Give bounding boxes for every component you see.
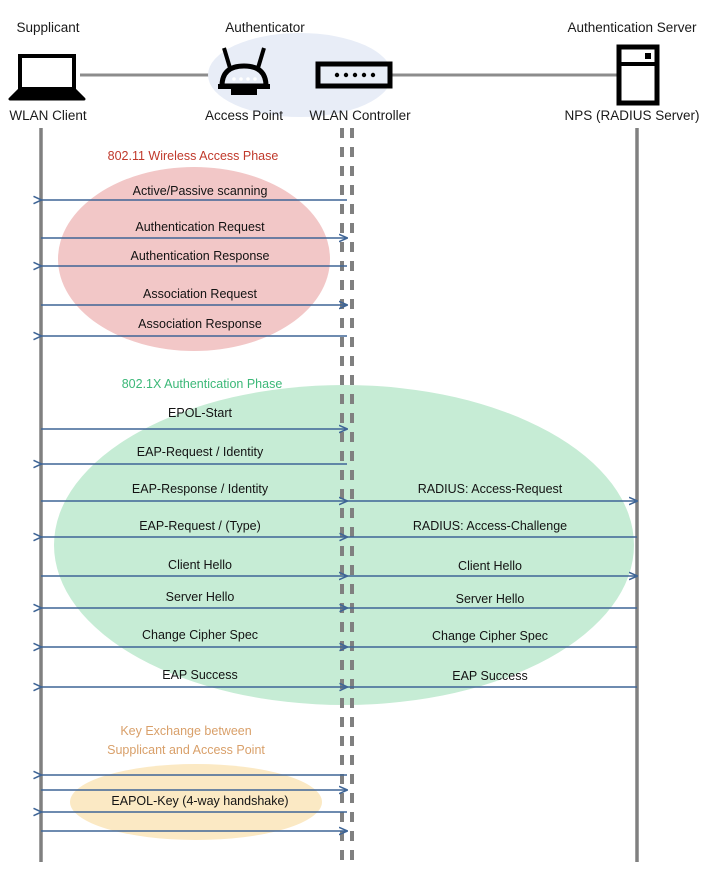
actor-device-access-point: Access Point [204, 108, 284, 123]
laptop-icon [8, 54, 86, 101]
actor-device-nps-radius-server: NPS (RADIUS Server) [564, 108, 700, 123]
message-label: EAP-Request / (Type) [139, 519, 261, 533]
message-label: Association Request [143, 287, 257, 301]
message-label: EAPOL-Key (4-way handshake) [111, 794, 289, 808]
message-label: Change Cipher Spec [141, 628, 259, 642]
message-label: EAP-Request / Identity [136, 445, 264, 459]
server-icon [616, 44, 660, 106]
message-label: EAP Success [452, 669, 528, 683]
message-label: RADIUS: Access-Challenge [412, 519, 568, 533]
authenticator-group-ellipse [208, 33, 392, 117]
message-label: Change Cipher Spec [431, 629, 549, 643]
actor-role-authenticator: Authenticator [225, 20, 305, 35]
message-label: Server Hello [455, 592, 525, 606]
phase-label-key-exchange: Key Exchange between Supplicant and Acce… [107, 722, 265, 760]
message-label: EAP Success [162, 668, 238, 682]
actor-device-wlan-controller: WLAN Controller [309, 108, 411, 123]
phase-label-wireless-access: 802.11 Wireless Access Phase [107, 149, 279, 163]
message-label: Client Hello [458, 559, 522, 573]
actor-role-supplicant: Supplicant [16, 20, 80, 35]
phase-ellipse-key-exchange [70, 764, 322, 840]
message-label: Client Hello [168, 558, 232, 572]
phase-label-key-exchange-line1: Key Exchange between [120, 724, 252, 738]
message-label: Server Hello [165, 590, 235, 604]
phase-ellipse-dot1x-authentication [54, 385, 634, 705]
message-label: EPOL-Start [168, 406, 232, 420]
message-label: Authentication Response [130, 249, 270, 263]
message-label: RADIUS: Access-Request [417, 482, 563, 496]
actor-device-wlan-client: WLAN Client [9, 108, 87, 123]
message-arrows [41, 200, 637, 831]
message-label: EAP-Response / Identity [131, 482, 269, 496]
message-label: Authentication Request [135, 220, 265, 234]
actor-role-authentication-server: Authentication Server [567, 20, 697, 35]
access-point-icon [218, 47, 270, 95]
message-label: Active/Passive scanning [132, 184, 268, 198]
message-label: Association Response [138, 317, 262, 331]
phase-label-key-exchange-line2: Supplicant and Access Point [107, 743, 265, 757]
controller-icon [315, 61, 393, 89]
phase-label-dot1x-authentication: 802.1X Authentication Phase [121, 377, 283, 391]
